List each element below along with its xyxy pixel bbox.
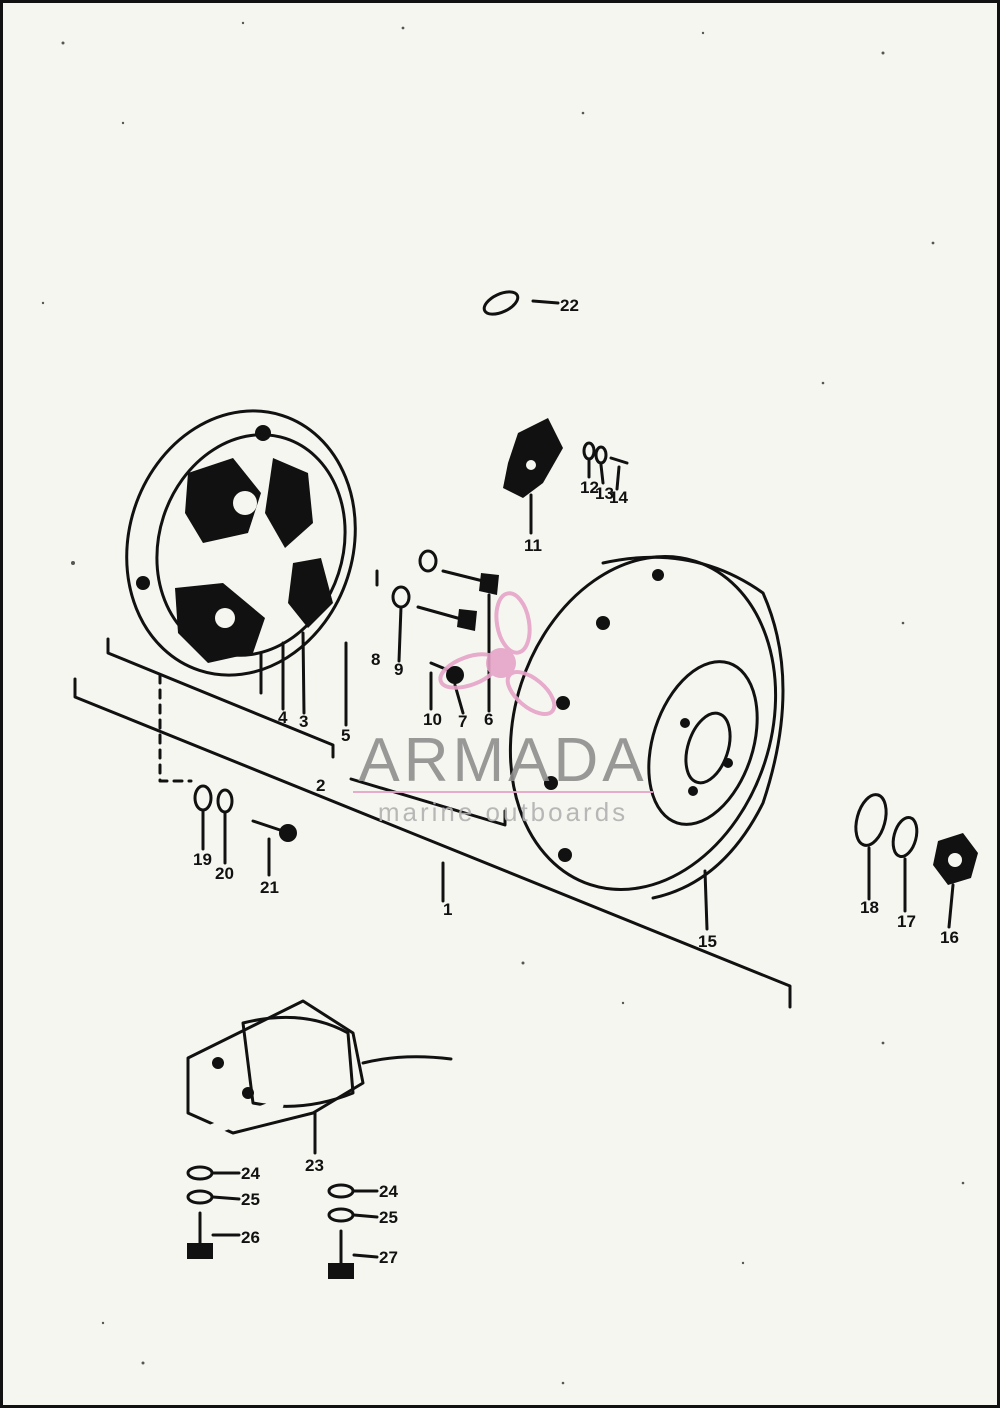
callout-24-right: 24: [379, 1182, 398, 1201]
callout-25-right: 25: [379, 1208, 398, 1227]
callout-16: 16: [940, 928, 959, 947]
contact-breaker: [503, 418, 629, 498]
callout-22: 22: [560, 296, 579, 315]
stator-plate-assembly: [125, 409, 357, 677]
callout-12: 12: [580, 478, 599, 497]
watermark-brand: ARMADA: [358, 726, 647, 795]
callout-25-left: 25: [241, 1190, 260, 1209]
flywheel-nut-washers: [854, 793, 978, 885]
callout-14: 14: [609, 488, 628, 507]
ignition-coil: [157, 999, 453, 1154]
armada-watermark: ARMADA marine outboards: [353, 591, 653, 827]
callout-7: 7: [458, 712, 467, 731]
callout-21: 21: [260, 878, 279, 897]
callout-18: 18: [860, 898, 879, 917]
callout-5: 5: [341, 726, 350, 745]
callout-leaders: [201, 299, 955, 1259]
callout-10: 10: [423, 710, 442, 729]
callout-3: 3: [299, 712, 308, 731]
callout-1: 1: [443, 900, 452, 919]
callout-17: 17: [897, 912, 916, 931]
callout-23: 23: [305, 1156, 324, 1175]
callout-4: 4: [278, 708, 288, 727]
callout-11: 11: [524, 536, 542, 555]
callout-26: 26: [241, 1228, 260, 1247]
propeller-logo-icon: [438, 591, 557, 716]
exploded-parts-diagram: ARMADA marine outboards 1 2 3 4 5 6 7 8 …: [41, 21, 978, 1385]
callout-19: 19: [193, 850, 212, 869]
assembly-brackets: [73, 569, 792, 1009]
callout-24-left: 24: [241, 1164, 260, 1183]
screw-washer-set: [193, 784, 297, 842]
callout-9: 9: [394, 660, 403, 679]
callout-2: 2: [316, 776, 325, 795]
coil-mount-fasteners: [186, 1165, 355, 1279]
callout-20: 20: [215, 864, 234, 883]
fastener-set-stator: [391, 549, 499, 684]
callout-6: 6: [484, 710, 493, 729]
paper-speckles: [41, 21, 965, 1385]
callout-labels: 1 2 3 4 5 6 7 8 9 10 11 12 13 14 15 16 1…: [193, 296, 959, 1267]
callout-13: 13: [595, 484, 614, 503]
callout-27: 27: [379, 1248, 398, 1267]
callout-8: 8: [371, 650, 380, 669]
flywheel-rotor: [508, 555, 785, 900]
callout-15: 15: [698, 932, 717, 951]
ignition-wire-harness: [293, 184, 520, 448]
watermark-tagline: marine outboards: [378, 797, 628, 827]
